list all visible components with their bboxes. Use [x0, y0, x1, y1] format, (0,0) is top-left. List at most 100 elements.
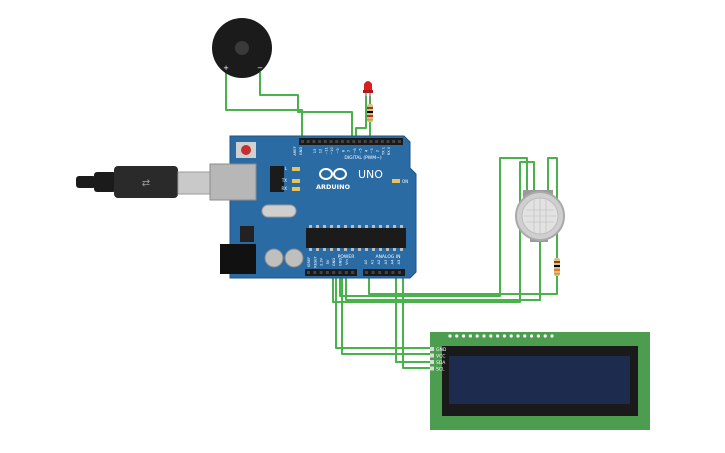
lcd-pin-hole	[536, 334, 541, 338]
chip-pin	[344, 225, 347, 228]
header-pin-hole[interactable]	[384, 271, 388, 274]
header-pin-hole[interactable]	[323, 140, 327, 143]
header-pin-hole[interactable]	[346, 140, 350, 143]
wire-sensor-4[interactable]	[345, 240, 541, 301]
piezo-buzzer[interactable]: + −	[212, 18, 272, 78]
pin-label: ~10	[330, 146, 334, 154]
header-pin-hole[interactable]	[332, 271, 336, 274]
header-pin-hole[interactable]	[391, 271, 395, 274]
wire-buzzer-minus[interactable]	[259, 72, 353, 140]
header-pin-hole[interactable]	[325, 271, 329, 274]
pin-label: A3	[384, 260, 388, 265]
header-pin-hole[interactable]	[344, 271, 348, 274]
wire-led-gnd[interactable]	[355, 96, 367, 140]
header-pin-hole[interactable]	[312, 140, 316, 143]
header-pin-hole[interactable]	[319, 271, 323, 274]
lcd-pin-hole	[502, 334, 506, 338]
lcd-i2c-pin[interactable]	[430, 353, 434, 358]
chip-pin	[386, 248, 389, 251]
chip-pin	[309, 248, 312, 251]
header-pin-hole[interactable]	[351, 271, 355, 274]
analog-header[interactable]	[363, 269, 405, 276]
lcd-i2c-pin[interactable]	[430, 360, 434, 364]
pin-label: 12	[319, 149, 323, 154]
chip-pin	[309, 225, 312, 228]
header-pin-hole[interactable]	[352, 140, 356, 143]
header-pin-hole[interactable]	[301, 140, 304, 143]
header-pin-hole[interactable]	[358, 140, 361, 143]
header-pin-hole[interactable]	[329, 140, 333, 143]
reset-button[interactable]	[241, 145, 251, 155]
chip-pin	[358, 225, 361, 228]
chip-pin	[330, 248, 333, 251]
lcd-pin-hole	[462, 334, 466, 338]
wire-sensor-2[interactable]	[332, 161, 535, 303]
lcd-pin-hole	[550, 334, 554, 338]
wire-lcd-gnd[interactable]	[335, 276, 430, 349]
header-pin-hole[interactable]	[392, 140, 396, 143]
chip-pin	[393, 248, 396, 251]
pin-label: A1	[371, 260, 375, 265]
header-pin-hole[interactable]	[335, 140, 339, 143]
header-pin-hole[interactable]	[398, 271, 401, 274]
power-jack[interactable]	[220, 244, 256, 274]
power-header[interactable]	[305, 269, 357, 276]
header-pin-hole[interactable]	[363, 140, 367, 143]
header-pin-hole[interactable]	[306, 140, 310, 143]
pin-label: ~6	[353, 148, 357, 154]
chip-pin	[393, 225, 396, 228]
rx-led-label: RX	[281, 186, 287, 191]
wire-lcd-scl[interactable]	[402, 276, 430, 369]
wire-buzzer-plus[interactable]	[225, 72, 303, 140]
lcd-pin-hole	[496, 334, 500, 338]
header-pin-hole[interactable]	[397, 140, 401, 143]
header-pin-hole[interactable]	[365, 271, 368, 274]
chip-pin	[344, 248, 347, 251]
wire-sensor-res[interactable]	[368, 276, 558, 295]
capacitor	[284, 248, 304, 268]
usb-cable[interactable]: ⇄	[76, 166, 211, 198]
lcd-i2c-pin[interactable]	[430, 366, 434, 371]
header-pin-hole[interactable]	[313, 271, 317, 274]
header-pin-hole[interactable]	[380, 140, 384, 143]
pin-label: 13	[313, 149, 317, 154]
gas-sensor[interactable]	[515, 190, 565, 242]
l-led-label: L	[285, 166, 288, 171]
wire-lcd-vcc[interactable]	[341, 276, 430, 355]
header-pin-hole[interactable]	[338, 271, 342, 274]
pin-label: RX 0	[387, 146, 391, 155]
pin-label: IOREF	[307, 257, 311, 268]
header-pin-hole[interactable]	[340, 140, 344, 143]
pin-label: RESET	[313, 255, 317, 267]
header-pin-hole[interactable]	[318, 140, 322, 143]
header-pin-hole[interactable]	[386, 140, 390, 143]
chip-pin	[351, 248, 354, 251]
chip-pin	[365, 225, 368, 228]
uno-model-text: UNO	[358, 168, 383, 181]
header-pin-hole[interactable]	[371, 271, 375, 274]
chip-pin	[372, 225, 375, 228]
pin-label: A5	[397, 260, 401, 265]
chip-pin	[323, 248, 326, 251]
chip-pin	[358, 248, 361, 251]
capacitor	[264, 248, 284, 268]
pin-label: TX 1	[381, 147, 385, 156]
lcd-i2c-pin[interactable]	[430, 347, 434, 351]
wire-sensor-1[interactable]	[339, 157, 528, 297]
usb-port[interactable]	[209, 163, 257, 201]
chip-pin	[379, 225, 382, 228]
header-pin-hole[interactable]	[375, 140, 379, 143]
header-pin-hole[interactable]	[369, 140, 373, 143]
led-resistor[interactable]	[367, 104, 373, 122]
red-led[interactable]	[363, 81, 373, 100]
header-pin-hole[interactable]	[307, 271, 310, 274]
wire-lcd-sda[interactable]	[395, 276, 430, 363]
pin-label: GND	[332, 258, 336, 266]
header-pin-hole[interactable]	[378, 271, 382, 274]
sensor-resistor[interactable]	[554, 258, 560, 276]
chip-pin	[400, 248, 403, 251]
digital-header[interactable]	[299, 138, 403, 145]
